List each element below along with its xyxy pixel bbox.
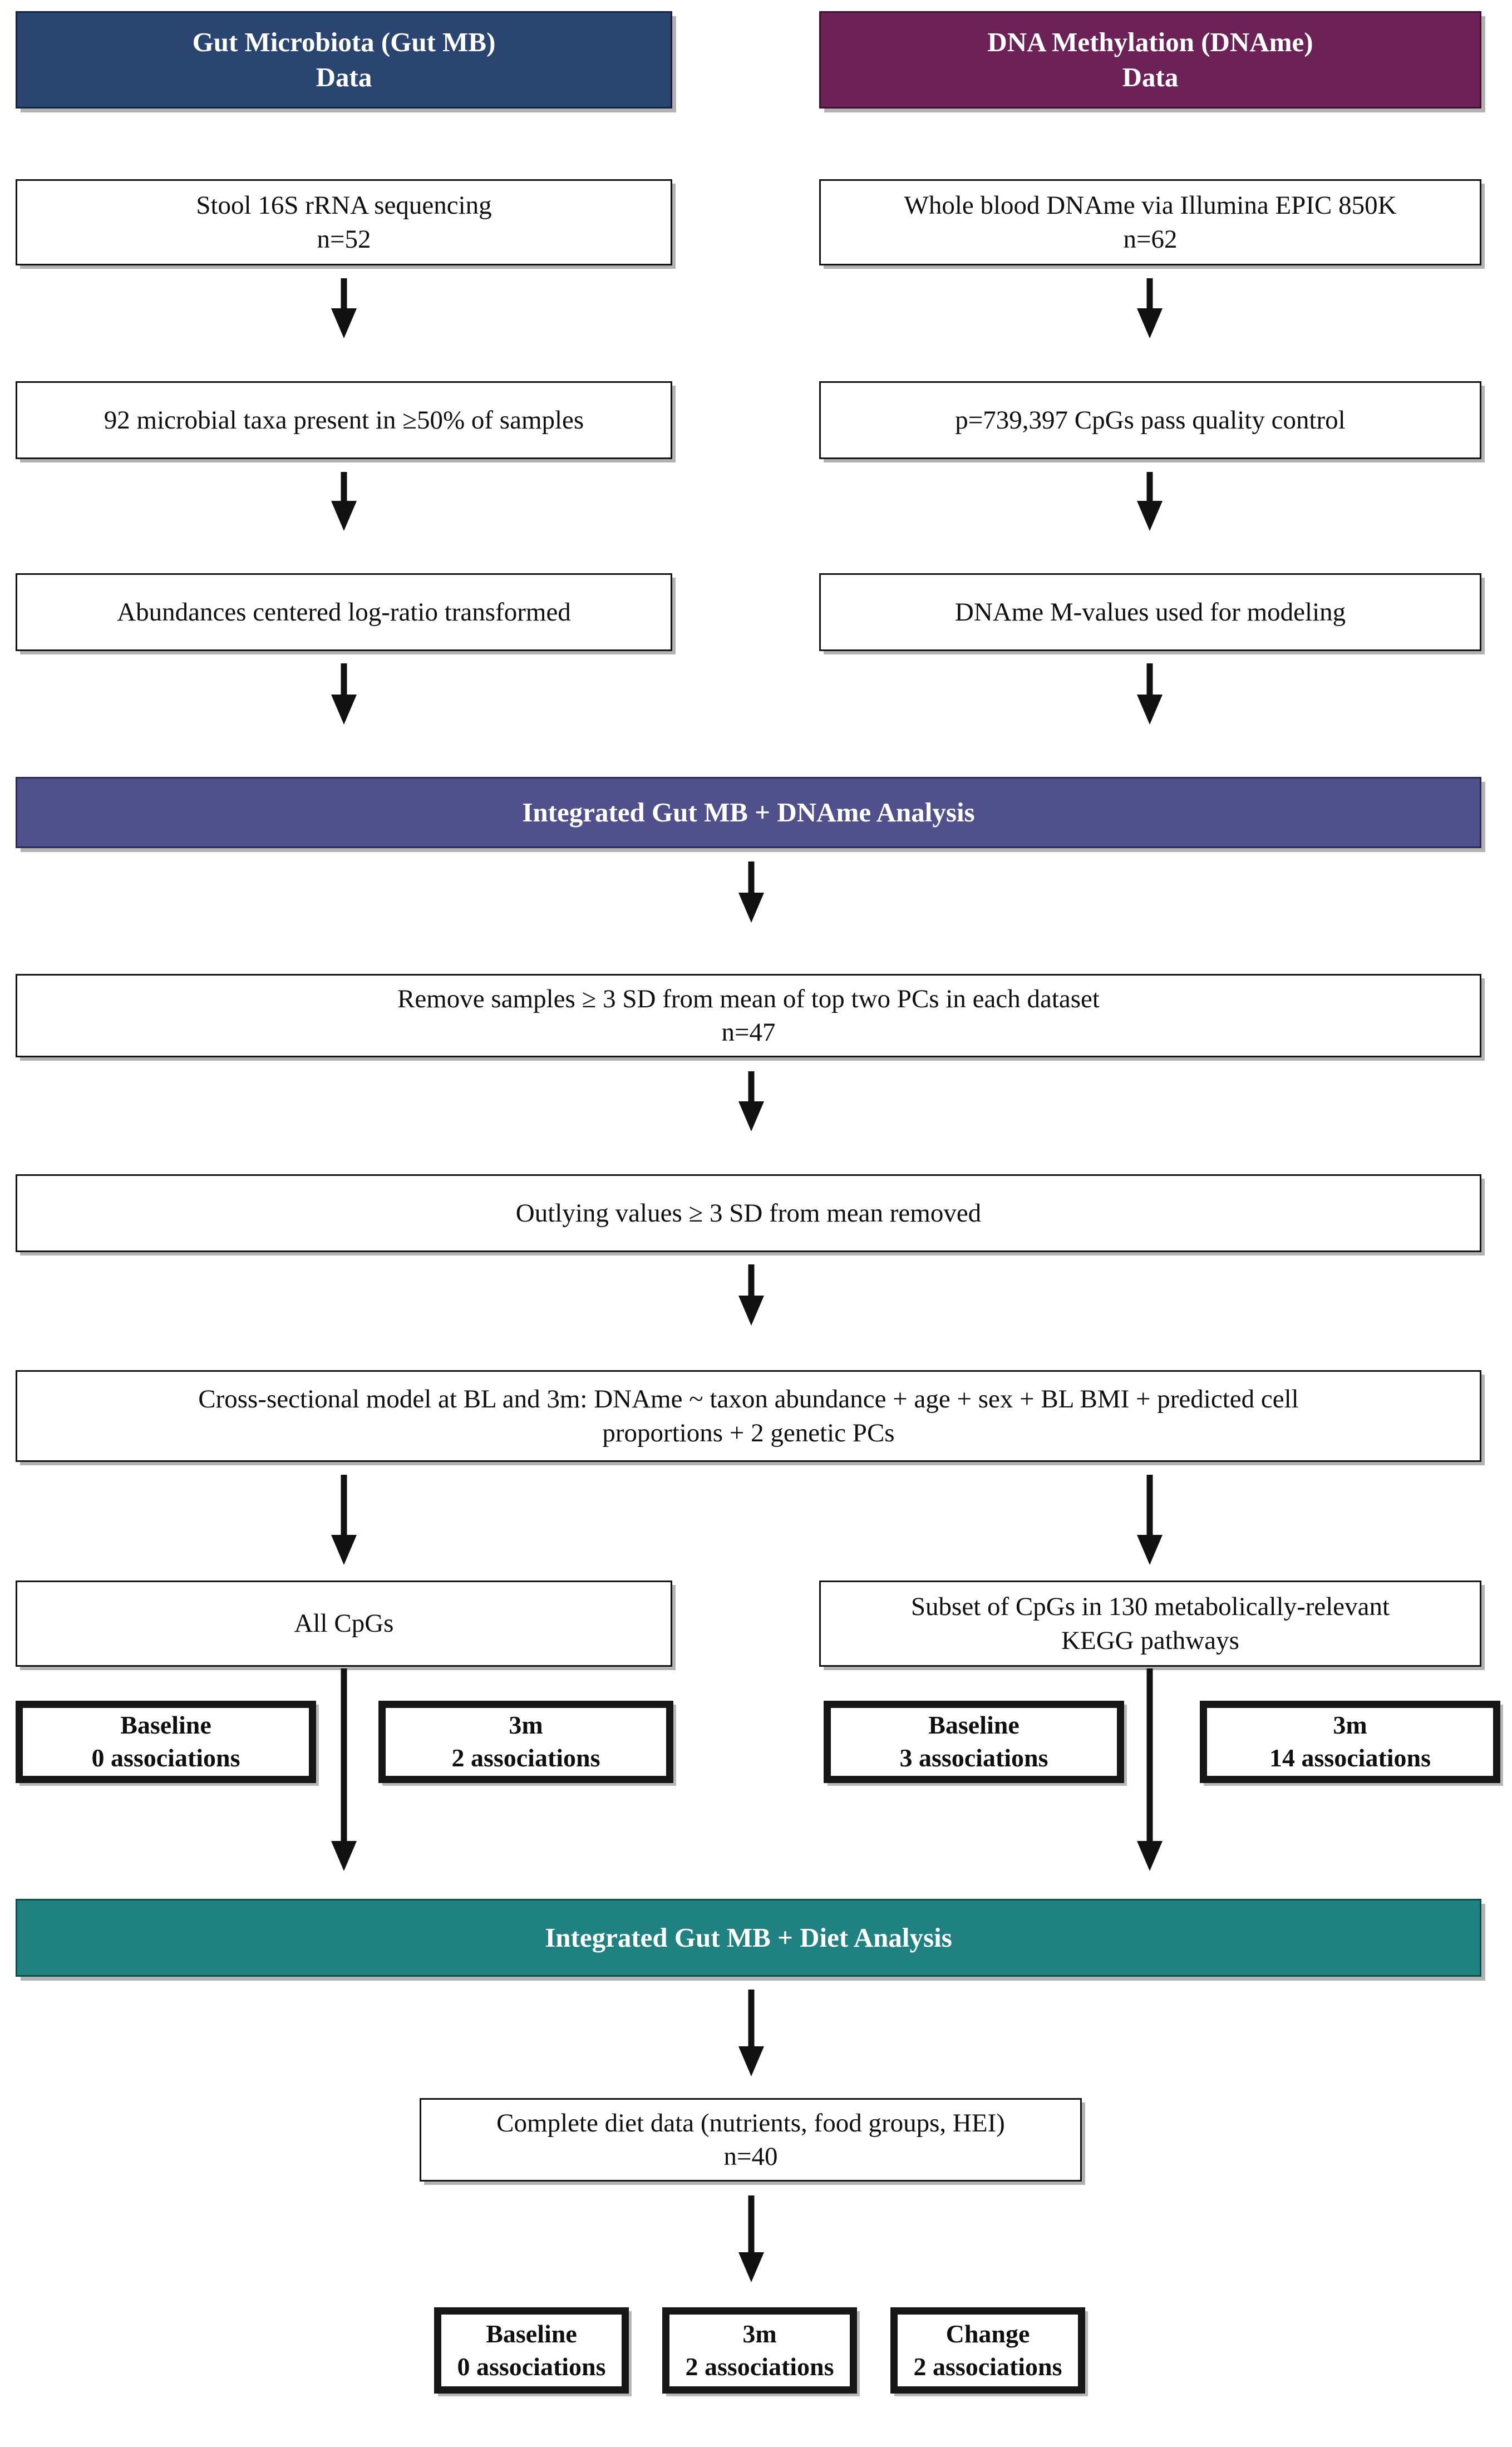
dname-header-line1: DNA Methylation (DNAme) bbox=[987, 26, 1313, 57]
integrated-diet-banner: Integrated Gut MB + Diet Analysis bbox=[16, 1899, 1481, 1977]
result-dname-3m-all-box: 3m 2 associations bbox=[378, 1701, 673, 1783]
branch-all-cpgs-box: All CpGs bbox=[16, 1581, 672, 1667]
result-dname-baseline-all-value: 0 associations bbox=[91, 1744, 240, 1772]
dname-header-line2: Data bbox=[1122, 61, 1179, 92]
integrated-diet-banner-label: Integrated Gut MB + Diet Analysis bbox=[545, 1922, 952, 1953]
result-diet-change-label: Change bbox=[945, 2319, 1030, 2348]
integrated-step-3-line2: proportions + 2 genetic PCs bbox=[602, 1418, 895, 1447]
right-step-1-line1: Whole blood DNAme via Illumina EPIC 850K bbox=[904, 191, 1397, 220]
integrated-step-3-line1: Cross-sectional model at BL and 3m: DNAm… bbox=[198, 1385, 1299, 1414]
integrated-step-3-box: Cross-sectional model at BL and 3m: DNAm… bbox=[16, 1370, 1481, 1462]
integrated-step-2-line1: Outlying values ≥ 3 SD from mean removed bbox=[515, 1198, 982, 1228]
result-diet-3m-label: 3m bbox=[742, 2319, 777, 2348]
result-diet-3m-box: 3m 2 associations bbox=[662, 2307, 857, 2394]
left-step-3-line1: Abundances centered log-ratio transforme… bbox=[117, 597, 571, 627]
gut-mb-header-line1: Gut Microbiota (Gut MB) bbox=[192, 26, 496, 57]
right-step-3-box: DNAme M-values used for modeling bbox=[819, 573, 1481, 651]
result-dname-baseline-kegg-box: Baseline 3 associations bbox=[824, 1701, 1124, 1783]
result-diet-baseline-label: Baseline bbox=[486, 2319, 577, 2348]
gut-mb-header-line2: Data bbox=[316, 61, 372, 92]
right-step-1-line2: n=62 bbox=[1123, 224, 1178, 254]
right-step-1-box: Whole blood DNAme via Illumina EPIC 850K… bbox=[819, 179, 1481, 265]
branch-kegg-cpgs-line2: KEGG pathways bbox=[1061, 1626, 1239, 1655]
result-dname-3m-kegg-value: 14 associations bbox=[1269, 1744, 1431, 1772]
right-step-2-box: p=739,397 CpGs pass quality control bbox=[819, 381, 1481, 459]
result-dname-3m-all-value: 2 associations bbox=[451, 1744, 600, 1772]
integrated-step-1-box: Remove samples ≥ 3 SD from mean of top t… bbox=[16, 974, 1481, 1057]
right-step-3-line1: DNAme M-values used for modeling bbox=[954, 597, 1346, 627]
integrated-step-1-line2: n=47 bbox=[721, 1018, 776, 1047]
gut-mb-header-banner: Gut Microbiota (Gut MB) Data bbox=[16, 11, 672, 109]
result-dname-3m-kegg-box: 3m 14 associations bbox=[1200, 1701, 1500, 1783]
branch-kegg-cpgs-box: Subset of CpGs in 130 metabolically-rele… bbox=[819, 1581, 1481, 1667]
result-diet-3m-value: 2 associations bbox=[685, 2352, 834, 2381]
integrated-dname-banner-label: Integrated Gut MB + DNAme Analysis bbox=[522, 796, 975, 828]
integrated-dname-banner: Integrated Gut MB + DNAme Analysis bbox=[16, 777, 1481, 848]
left-step-1-line2: n=52 bbox=[317, 224, 371, 254]
right-step-2-line1: p=739,397 CpGs pass quality control bbox=[955, 405, 1346, 435]
diet-data-box: Complete diet data (nutrients, food grou… bbox=[420, 2098, 1082, 2182]
dname-header-banner: DNA Methylation (DNAme) Data bbox=[819, 11, 1481, 109]
result-dname-baseline-kegg-value: 3 associations bbox=[899, 1744, 1048, 1772]
result-dname-baseline-kegg-label: Baseline bbox=[928, 1711, 1020, 1740]
result-diet-baseline-box: Baseline 0 associations bbox=[434, 2307, 629, 2394]
diet-data-line1: Complete diet data (nutrients, food grou… bbox=[496, 2108, 1005, 2138]
left-step-2-line1: 92 microbial taxa present in ≥50% of sam… bbox=[104, 405, 584, 435]
result-diet-baseline-value: 0 associations bbox=[457, 2352, 606, 2381]
left-step-1-line1: Stool 16S rRNA sequencing bbox=[196, 191, 492, 220]
integrated-step-1-line1: Remove samples ≥ 3 SD from mean of top t… bbox=[397, 984, 1100, 1013]
result-dname-3m-kegg-label: 3m bbox=[1333, 1711, 1367, 1740]
result-dname-3m-all-label: 3m bbox=[509, 1711, 543, 1740]
result-dname-baseline-all-label: Baseline bbox=[120, 1711, 211, 1740]
result-dname-baseline-all-box: Baseline 0 associations bbox=[16, 1701, 316, 1783]
integrated-step-2-box: Outlying values ≥ 3 SD from mean removed bbox=[16, 1174, 1481, 1252]
left-step-3-box: Abundances centered log-ratio transforme… bbox=[16, 573, 672, 651]
result-diet-change-value: 2 associations bbox=[913, 2352, 1062, 2381]
diet-data-line2: n=40 bbox=[723, 2142, 778, 2171]
left-step-1-box: Stool 16S rRNA sequencing n=52 bbox=[16, 179, 672, 265]
branch-kegg-cpgs-line1: Subset of CpGs in 130 metabolically-rele… bbox=[910, 1592, 1390, 1622]
left-step-2-box: 92 microbial taxa present in ≥50% of sam… bbox=[16, 381, 672, 459]
branch-all-cpgs-label: All CpGs bbox=[294, 1609, 394, 1638]
result-diet-change-box: Change 2 associations bbox=[890, 2307, 1085, 2394]
